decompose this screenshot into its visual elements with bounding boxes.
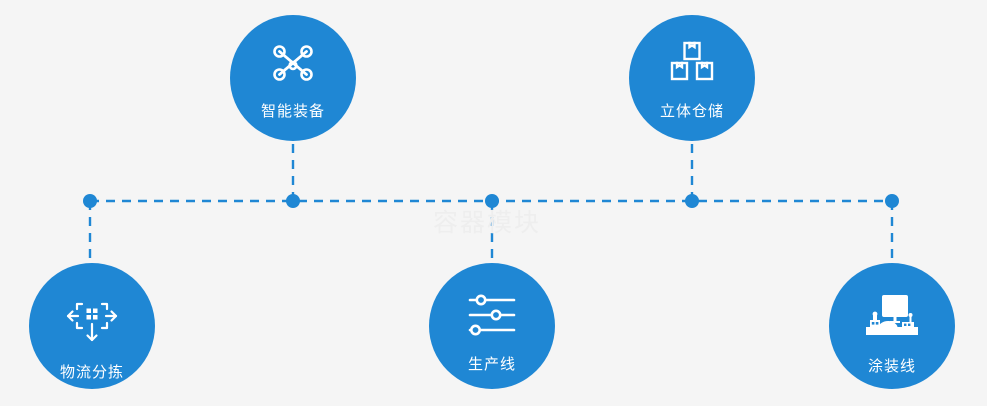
watermark-text: 容器模块 [432,208,541,237]
node-label-production-line: 生产线 [467,355,516,373]
node-coating-line[interactable]: 涂装线 [829,263,955,389]
junction-dot [83,194,97,208]
node-logistics-sorting[interactable]: 物流分拣 [29,263,155,389]
node-label-logistics-sorting: 物流分拣 [59,363,124,381]
node-smart-equipment[interactable]: 智能装备 [230,15,356,141]
stacked-boxes-icon [668,40,716,86]
node-label-smart-equipment: 智能装备 [260,102,325,120]
factory-monitor-icon [864,293,920,339]
node-production-line[interactable]: 生产线 [429,263,555,389]
node-label-coating-line: 涂装线 [867,357,916,375]
sliders-icon [466,293,518,337]
junction-dot [885,194,899,208]
network-nodes-icon [268,40,318,86]
node-stereoscopic-warehouse[interactable]: 立体仓储 [629,15,755,141]
connector-stems [88,141,894,263]
sorting-arrows-icon [64,293,120,345]
junction-dot [685,194,699,208]
node-label-stereoscopic-warehouse: 立体仓储 [659,102,724,120]
